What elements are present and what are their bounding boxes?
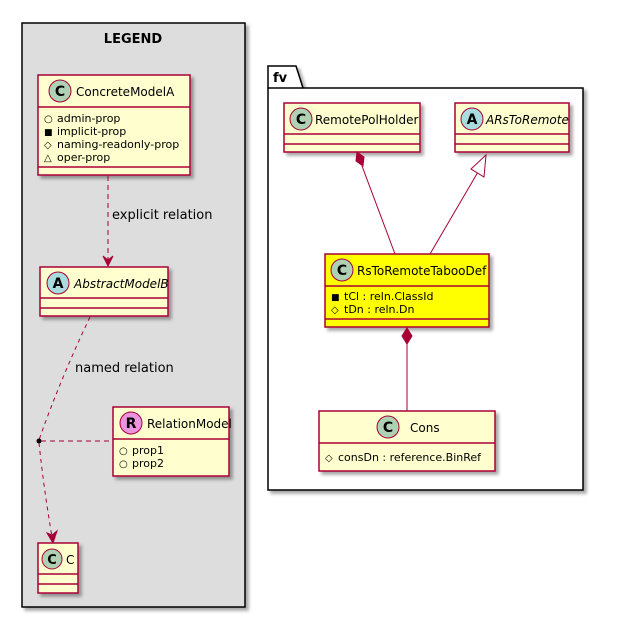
package-name: fv	[273, 71, 288, 86]
class-rs-to-remote-taboo-def[interactable]: C RsToRemoteTabooDef ■ tCl : reln.ClassI…	[324, 253, 490, 328]
attribute: tDn : reln.Dn	[344, 303, 414, 316]
attribute: consDn : reference.BinRef	[338, 451, 482, 464]
class-badge-icon: C	[376, 415, 400, 439]
visibility-public-icon: ○	[119, 459, 128, 470]
visibility-public-icon: ○	[44, 114, 53, 125]
attribute: implicit-prop	[57, 125, 126, 138]
explicit-relation-label: explicit relation	[112, 208, 212, 223]
attribute: prop2	[132, 457, 164, 470]
named-relation-edge: named relation	[36, 316, 174, 545]
class-cons[interactable]: C Cons ◇ consDn : reference.BinRef	[318, 410, 496, 472]
class-badge-icon: C	[41, 548, 63, 570]
visibility-package-icon: △	[44, 153, 52, 164]
class-name: AbstractModelB	[73, 277, 169, 291]
visibility-protected-icon: ◇	[44, 140, 52, 151]
visibility-private-icon: ■	[44, 128, 53, 138]
visibility-public-icon: ○	[119, 446, 128, 457]
class-abstract-model-b[interactable]: A AbstractModelB	[39, 266, 169, 317]
svg-text:C: C	[383, 420, 393, 436]
inheritance-edge	[429, 153, 487, 255]
attribute: prop1	[132, 444, 164, 457]
named-relation-label: named relation	[75, 361, 174, 376]
class-badge-icon: C	[289, 107, 313, 131]
svg-text:A: A	[467, 112, 478, 128]
class-name: Cons	[410, 421, 440, 435]
relation-badge-icon: R	[119, 411, 143, 435]
class-name: C	[66, 553, 74, 567]
svg-text:C: C	[55, 84, 65, 100]
explicit-relation-edge: explicit relation	[102, 176, 212, 268]
composition-edge	[355, 151, 396, 255]
visibility-protected-icon: ◇	[331, 305, 339, 316]
attribute: admin-prop	[57, 112, 120, 125]
class-remote-pol-holder[interactable]: C RemotePolHolder	[283, 102, 421, 153]
svg-text:C: C	[337, 263, 347, 279]
class-badge-icon: C	[48, 79, 72, 103]
abstract-badge-icon: A	[46, 271, 70, 295]
class-relation-model[interactable]: R RelationModel ○ prop1 ○ prop2	[112, 406, 232, 477]
class-name: RsToRemoteTabooDef	[357, 264, 487, 278]
attribute: naming-readonly-prop	[57, 138, 179, 151]
class-badge-icon: C	[330, 258, 354, 282]
class-name: ARsToRemote	[485, 113, 569, 127]
visibility-protected-icon: ◇	[325, 453, 333, 464]
svg-text:C: C	[47, 553, 57, 568]
legend-title: LEGEND	[104, 32, 163, 47]
class-name: ConcreteModelA	[76, 85, 175, 99]
attribute: oper-prop	[57, 151, 110, 164]
class-c[interactable]: C C	[37, 542, 79, 594]
attribute: tCl : reln.ClassId	[344, 290, 434, 303]
svg-text:R: R	[126, 416, 137, 432]
visibility-private-icon: ■	[331, 293, 340, 303]
svg-text:A: A	[53, 276, 64, 292]
svg-text:C: C	[296, 112, 306, 128]
class-name: RelationModel	[147, 417, 232, 431]
abstract-badge-icon: A	[460, 107, 484, 131]
composition-edge	[401, 327, 413, 411]
class-name: RemotePolHolder	[315, 113, 418, 127]
class-concrete-model-a[interactable]: C ConcreteModelA ○ admin-prop ■ implicit…	[37, 74, 191, 176]
class-ars-to-remote[interactable]: A ARsToRemote	[454, 102, 570, 153]
